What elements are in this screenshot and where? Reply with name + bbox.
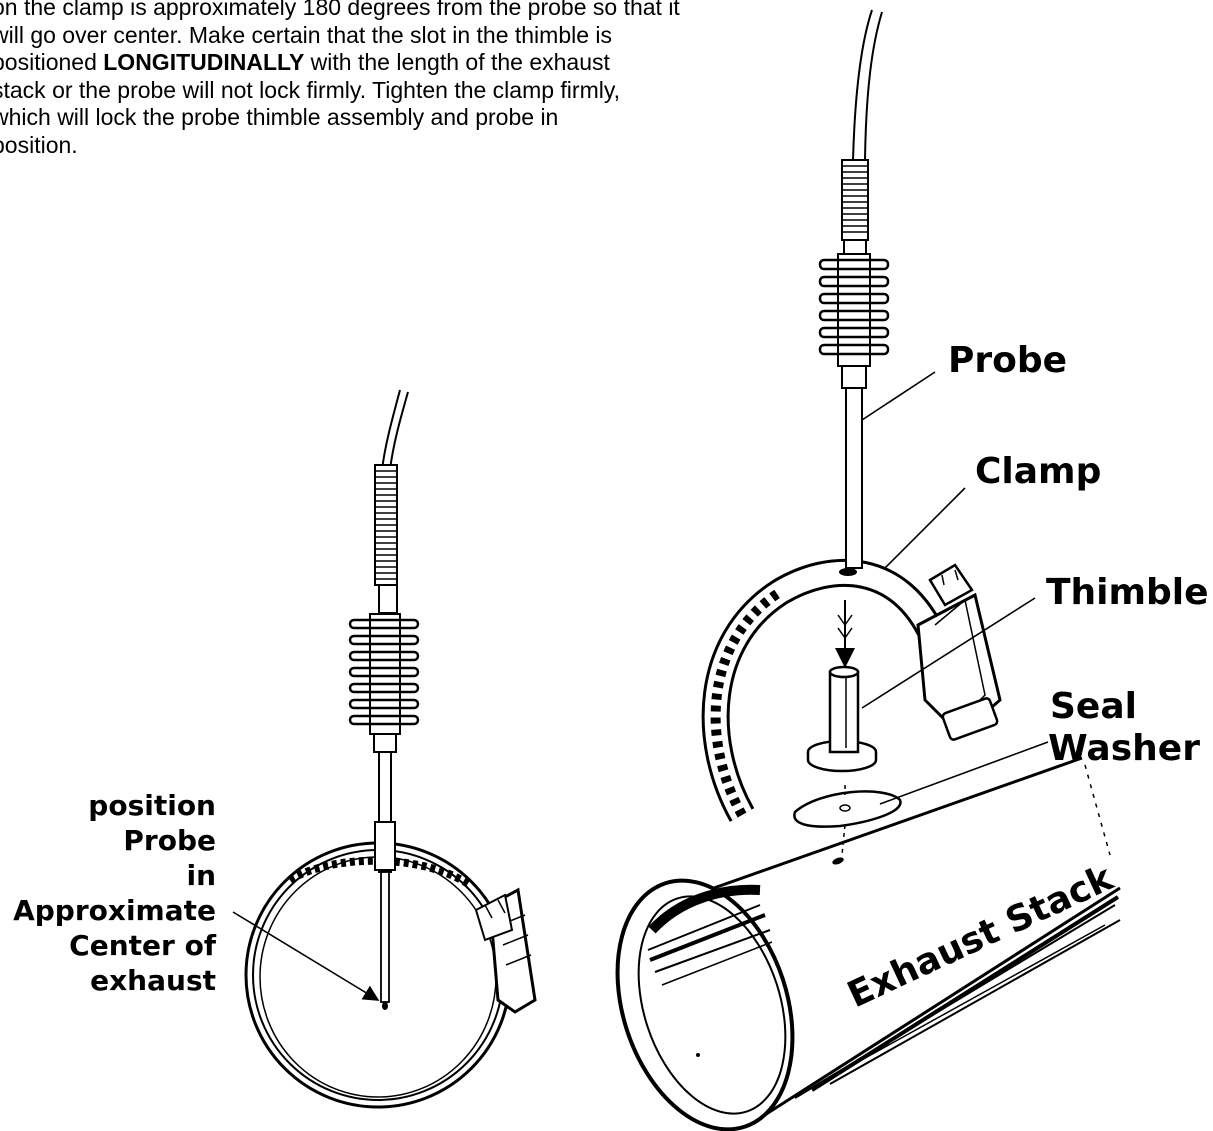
label-thimble: Thimble [1046,572,1209,613]
label-washer: Washer [1048,728,1200,769]
probe-right [820,10,888,568]
label-probe: Probe [948,340,1067,381]
label-position-line: in [186,859,216,892]
label-position-line: Center of [69,929,217,962]
label-clamp: Clamp [975,451,1101,492]
label-position-line: Probe [123,824,216,857]
exhaust-end-view [246,843,535,1107]
label-position-line: Approximate [13,894,216,927]
label-position-line: exhaust [90,964,216,997]
label-seal: Seal [1050,686,1137,727]
probe-left [350,390,418,1010]
label-position-line: position [88,789,216,822]
label-position-probe: position Probe in Approximate Center of … [13,789,217,997]
thimble [808,600,876,771]
